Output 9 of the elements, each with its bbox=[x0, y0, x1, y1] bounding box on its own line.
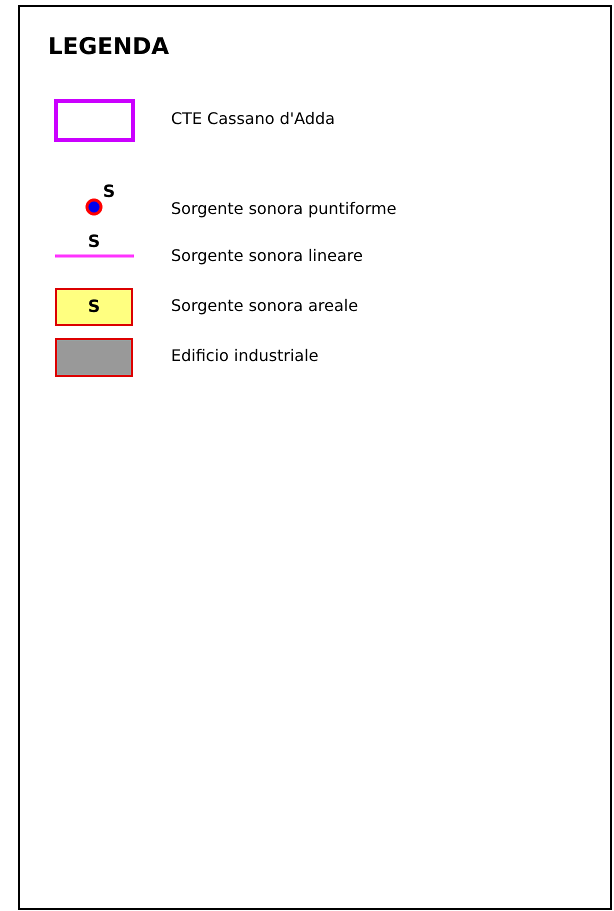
legend-text: Sorgente sonora puntiforme bbox=[171, 199, 396, 218]
legend-title: LEGENDA bbox=[48, 34, 170, 60]
symbol-letter: S bbox=[86, 297, 102, 317]
symbol-letter: S bbox=[86, 232, 102, 252]
legend-text: Sorgente sonora areale bbox=[171, 296, 358, 315]
legend-text: Sorgente sonora lineare bbox=[171, 246, 363, 265]
legend-text: Edificio industriale bbox=[171, 346, 319, 365]
legend-text: CTE Cassano d'Adda bbox=[171, 109, 335, 128]
symbol-letter: S bbox=[102, 182, 116, 202]
